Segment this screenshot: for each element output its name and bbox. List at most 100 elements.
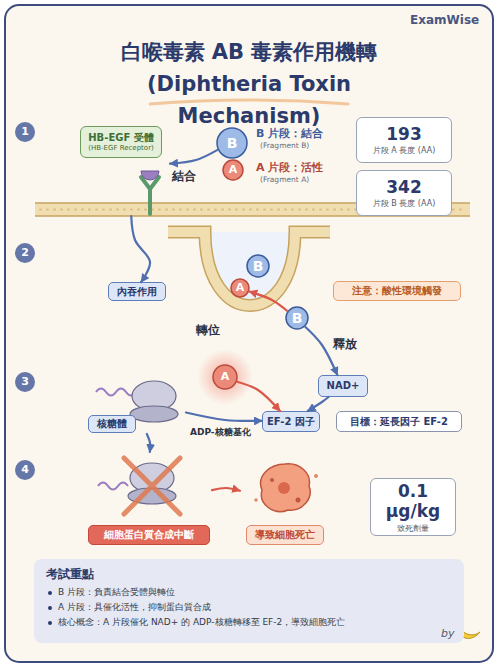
cross-mark	[124, 458, 180, 514]
receptor-symbol	[141, 171, 159, 214]
flow-arrow	[186, 413, 262, 421]
receptor-stem	[141, 177, 159, 214]
target-box: EF-2 因子	[262, 411, 320, 432]
cell-fragment	[270, 478, 274, 482]
blocked-ribosome-symbol	[98, 458, 180, 514]
node-text: B	[227, 135, 238, 152]
flow-arrow	[237, 382, 280, 411]
fragment-subtitle: (Fragment B)	[260, 141, 309, 150]
cell-fragment	[296, 498, 301, 503]
bullet-row: A 片段：具催化活性，抑制蛋白質合成	[46, 600, 211, 615]
fragment-b-ball: B	[216, 127, 248, 159]
cell-body	[261, 464, 311, 512]
node-text: 內吞作用	[117, 286, 157, 298]
label-pill: 細胞蛋白質合成中斷	[88, 525, 210, 545]
process-box: 內吞作用	[108, 282, 166, 301]
node-text: A	[221, 370, 230, 383]
flow-arrow	[170, 150, 218, 164]
ball-outline	[246, 254, 270, 278]
blocked-synthesis-node: 細胞蛋白質合成中斷	[86, 452, 212, 547]
membrane-dots	[40, 209, 466, 211]
node-text: 導致細胞死亡	[255, 529, 315, 541]
membrane-edge	[35, 215, 470, 217]
ball-outline	[230, 278, 250, 298]
mrna-strand	[98, 483, 128, 490]
mrna-strand	[96, 389, 136, 396]
pit-membrane	[168, 232, 330, 306]
node-text: B	[292, 310, 303, 327]
ribosome-node: 核糖體	[86, 372, 186, 434]
fragment-b-ball: B	[246, 254, 270, 278]
note-box: 目標：延長因子 EF-2	[336, 411, 462, 432]
step-number: 1	[15, 122, 35, 142]
node-subtext: 片段 B 長度 (AA)	[373, 199, 436, 209]
ball-shape	[217, 128, 247, 158]
ball-shape	[231, 279, 249, 297]
dose-box: 0.1 μg/kg致死劑量	[370, 478, 456, 536]
flow-arrow	[308, 397, 329, 411]
node-text: B	[253, 258, 264, 275]
node-text: 0.1 μg/kg	[371, 481, 455, 522]
node-text: 細胞蛋白質合成中斷	[104, 529, 194, 541]
catalytic-glow	[197, 349, 253, 405]
small-subunit	[130, 406, 178, 422]
banana-icon	[456, 626, 480, 638]
fragment-b-ball: B	[285, 306, 309, 330]
pit-membrane-edge	[168, 232, 330, 306]
step-number: 2	[15, 243, 35, 263]
credit: by	[441, 627, 455, 640]
receptor-node: HB-EGF 受體(HB-EGF Receptor)	[78, 124, 170, 216]
ball-shape	[213, 365, 237, 389]
bullet-row: B 片段：負責結合受體與轉位	[46, 585, 175, 600]
node-text: 注意：酸性環境觸發	[352, 285, 442, 296]
fragment-subtitle: (Fragment A)	[260, 175, 309, 184]
edge-label: 結合	[172, 168, 196, 185]
length-box: 342 片段 B 長度 (AA)	[356, 170, 452, 216]
panel-heading: 考試重點	[46, 567, 94, 581]
dying-cell-symbol	[254, 464, 318, 512]
fragment-a-ball: A	[230, 278, 250, 298]
step-number: 4	[15, 460, 35, 480]
endocytic-pit	[168, 232, 330, 306]
node-text: NAD+	[327, 380, 360, 392]
membrane-band	[35, 203, 470, 216]
edge-label: 釋放	[333, 336, 357, 353]
node-text: HB-EGF 受體	[88, 132, 154, 144]
flow-arrow	[305, 327, 337, 375]
cell-nucleus	[278, 482, 290, 494]
node-text: A	[229, 163, 238, 176]
key-points-panel: 考試重點 B 片段：負責結合受體與轉位 A 片段：具催化活性，抑制蛋白質合成核心概念…	[34, 559, 464, 643]
receptor-cup	[141, 171, 159, 180]
bullet-text: A 片段：具催化活性，抑制蛋白質合成	[58, 602, 211, 612]
ball-shape	[223, 160, 243, 180]
flow-arrow	[147, 434, 150, 452]
flow-arrow	[249, 292, 287, 311]
node-text: 193	[386, 124, 422, 144]
edge-label: ADP-核糖基化	[190, 426, 251, 439]
ball-outline	[212, 364, 238, 390]
bullet-dot	[48, 606, 52, 610]
bullet-dot	[48, 621, 52, 625]
cofactor-box: NAD+	[318, 375, 368, 397]
node-text: 核糖體	[97, 418, 127, 430]
bullet-text: 核心概念：A 片段催化 NAD+ 的 ADP-核糖轉移至 EF-2，導致細胞死亡	[58, 617, 345, 627]
title: 白喉毒素 AB 毒素作用機轉 (Diphtheria Toxin Mechani…	[79, 36, 419, 132]
label-pill: 導致細胞死亡	[246, 525, 324, 545]
node-text: 342	[386, 177, 422, 197]
step-label: 轉位	[196, 322, 220, 339]
bullet-text: B 片段：負責結合受體與轉位	[58, 587, 175, 597]
ball-outline	[216, 127, 248, 159]
bullet-dot	[48, 591, 52, 595]
node-text: EF-2 因子	[267, 416, 315, 428]
label-pill: HB-EGF 受體(HB-EGF Receptor)	[80, 126, 162, 158]
ball-outline	[285, 306, 309, 330]
brand-name: ExamWise	[410, 13, 479, 27]
fragment-a-ball: A	[212, 364, 238, 390]
node-subtext: 片段 A 長度 (AA)	[373, 146, 436, 156]
cell-membrane	[35, 203, 470, 216]
flow-arrow	[131, 216, 150, 282]
